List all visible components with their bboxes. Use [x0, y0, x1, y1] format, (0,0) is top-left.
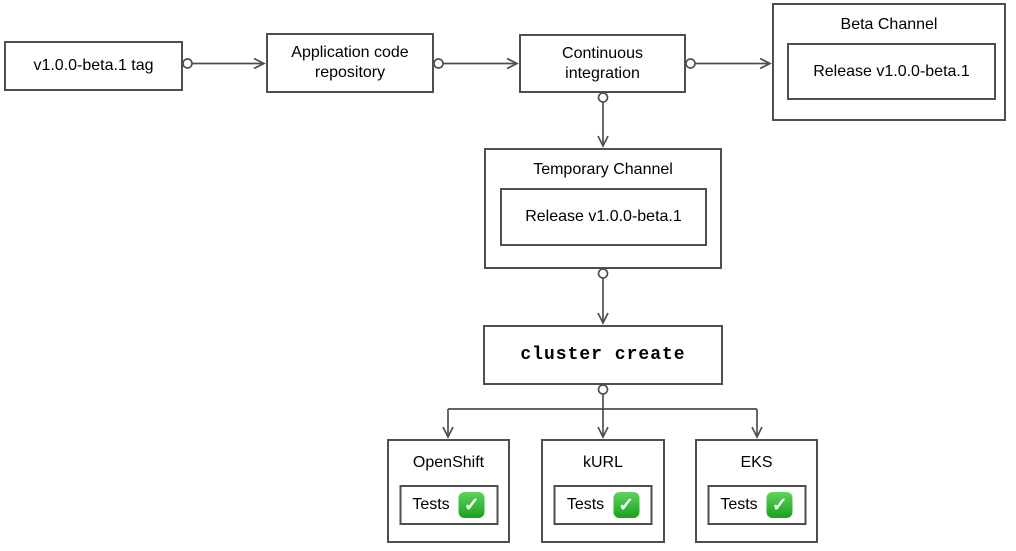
kurl-tests-box: Tests ✓ [553, 485, 653, 525]
eks-title: EKS [740, 454, 773, 471]
node-eks: EKS Tests ✓ [695, 439, 818, 543]
temporary-channel-title: Temporary Channel [533, 161, 673, 178]
openshift-title: OpenShift [412, 454, 485, 471]
kurl-title: kURL [582, 454, 623, 471]
node-cluster-create: cluster create [483, 325, 723, 385]
node-continuous-integration-label: Continuous integration [562, 44, 643, 82]
connector-dot [182, 58, 193, 69]
connector-dot [597, 268, 609, 279]
connector-dot [597, 92, 609, 103]
temporary-release-label: Release v1.0.0-beta.1 [525, 208, 682, 225]
node-openshift: OpenShift Tests ✓ [387, 439, 510, 543]
group-temporary-channel: Temporary Channel Release v1.0.0-beta.1 [484, 148, 722, 269]
node-continuous-integration: Continuous integration [519, 34, 686, 93]
node-application-code-repository-label: Application code repository [291, 44, 409, 81]
check-mark-icon: ✓ [766, 492, 793, 518]
connector-dot [433, 58, 444, 69]
node-cluster-create-label: cluster create [520, 345, 686, 365]
beta-channel-title: Beta Channel [840, 16, 938, 33]
eks-tests-box: Tests ✓ [707, 485, 806, 525]
node-beta-release: Release v1.0.0-beta.1 [787, 43, 996, 100]
node-application-code-repository: Application code repository [266, 33, 434, 93]
node-version-tag: v1.0.0-beta.1 tag [4, 41, 183, 91]
connector-dot [685, 58, 696, 69]
connector-dot [597, 384, 609, 395]
node-temporary-release: Release v1.0.0-beta.1 [500, 188, 707, 246]
beta-release-label: Release v1.0.0-beta.1 [813, 62, 970, 80]
check-mark-icon: ✓ [613, 492, 640, 518]
openshift-tests-box: Tests ✓ [399, 485, 498, 525]
openshift-tests-label: Tests [412, 496, 450, 513]
kurl-tests-label: Tests [566, 496, 605, 513]
node-kurl: kURL Tests ✓ [541, 439, 665, 543]
node-version-tag-label: v1.0.0-beta.1 tag [33, 57, 154, 74]
check-mark-icon: ✓ [458, 492, 485, 518]
eks-tests-label: Tests [720, 496, 758, 513]
group-beta-channel: Beta Channel Release v1.0.0-beta.1 [772, 3, 1006, 121]
